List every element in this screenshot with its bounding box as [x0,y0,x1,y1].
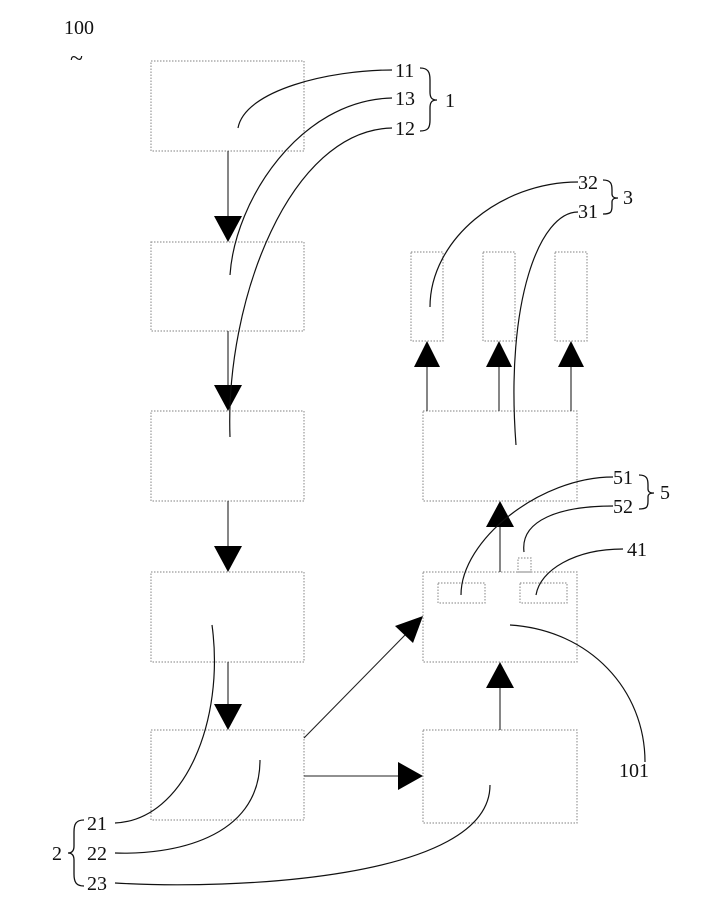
block-right-upper [423,411,577,501]
label-22: 22 [87,843,107,865]
leader-31 [514,212,578,445]
label-51: 51 [613,467,633,489]
label-32: 32 [578,172,598,194]
arrowhead-5-right-middle [395,616,423,643]
figure-ref-number: 100 [64,17,94,39]
block-output-1 [411,252,443,341]
brace-group-3 [603,180,618,214]
block-right-middle [423,572,577,662]
label-41: 41 [627,539,647,561]
block-output-3 [555,252,587,341]
leader-13 [230,98,392,275]
label-12: 12 [395,118,415,140]
leader-11 [238,70,392,128]
block-left-5 [151,730,304,820]
sub-element-41 [520,583,567,603]
label-1: 1 [445,90,455,112]
leader-22 [115,760,260,853]
arrowhead-5-right-lower [398,762,423,790]
label-11: 11 [395,60,414,82]
label-31: 31 [578,201,598,223]
figure-ref-tilde: ~ [70,46,83,72]
leader-52 [524,506,613,552]
leader-21 [115,625,214,823]
sub-element-52 [518,558,531,572]
leader-32 [430,182,578,307]
block-left-2 [151,242,304,331]
leader-12 [230,128,392,437]
connector-5-right-middle [304,632,408,738]
label-2: 2 [52,843,62,865]
label-5: 5 [660,482,670,504]
leader-51 [461,477,613,595]
brace-group-1 [420,68,437,131]
arrowhead-2-3 [214,385,242,411]
brace-group-5 [639,475,654,509]
block-left-4 [151,572,304,662]
arrowhead-output-1 [414,341,440,367]
arrowhead-lower-middle [486,662,514,688]
block-left-1 [151,61,304,151]
block-right-lower [423,730,577,823]
block-left-3 [151,411,304,501]
block-output-2 [483,252,515,341]
label-21: 21 [87,813,107,835]
arrowhead-1-2 [214,216,242,242]
label-101: 101 [619,760,649,782]
arrowhead-3-4 [214,546,242,572]
brace-group-2 [68,820,84,886]
label-13: 13 [395,88,415,110]
arrowhead-4-5 [214,704,242,730]
leader-41 [536,549,623,595]
label-23: 23 [87,873,107,895]
label-52: 52 [613,496,633,518]
arrowhead-output-2 [486,341,512,367]
label-3: 3 [623,187,633,209]
arrowhead-output-3 [558,341,584,367]
leader-23 [115,785,490,885]
